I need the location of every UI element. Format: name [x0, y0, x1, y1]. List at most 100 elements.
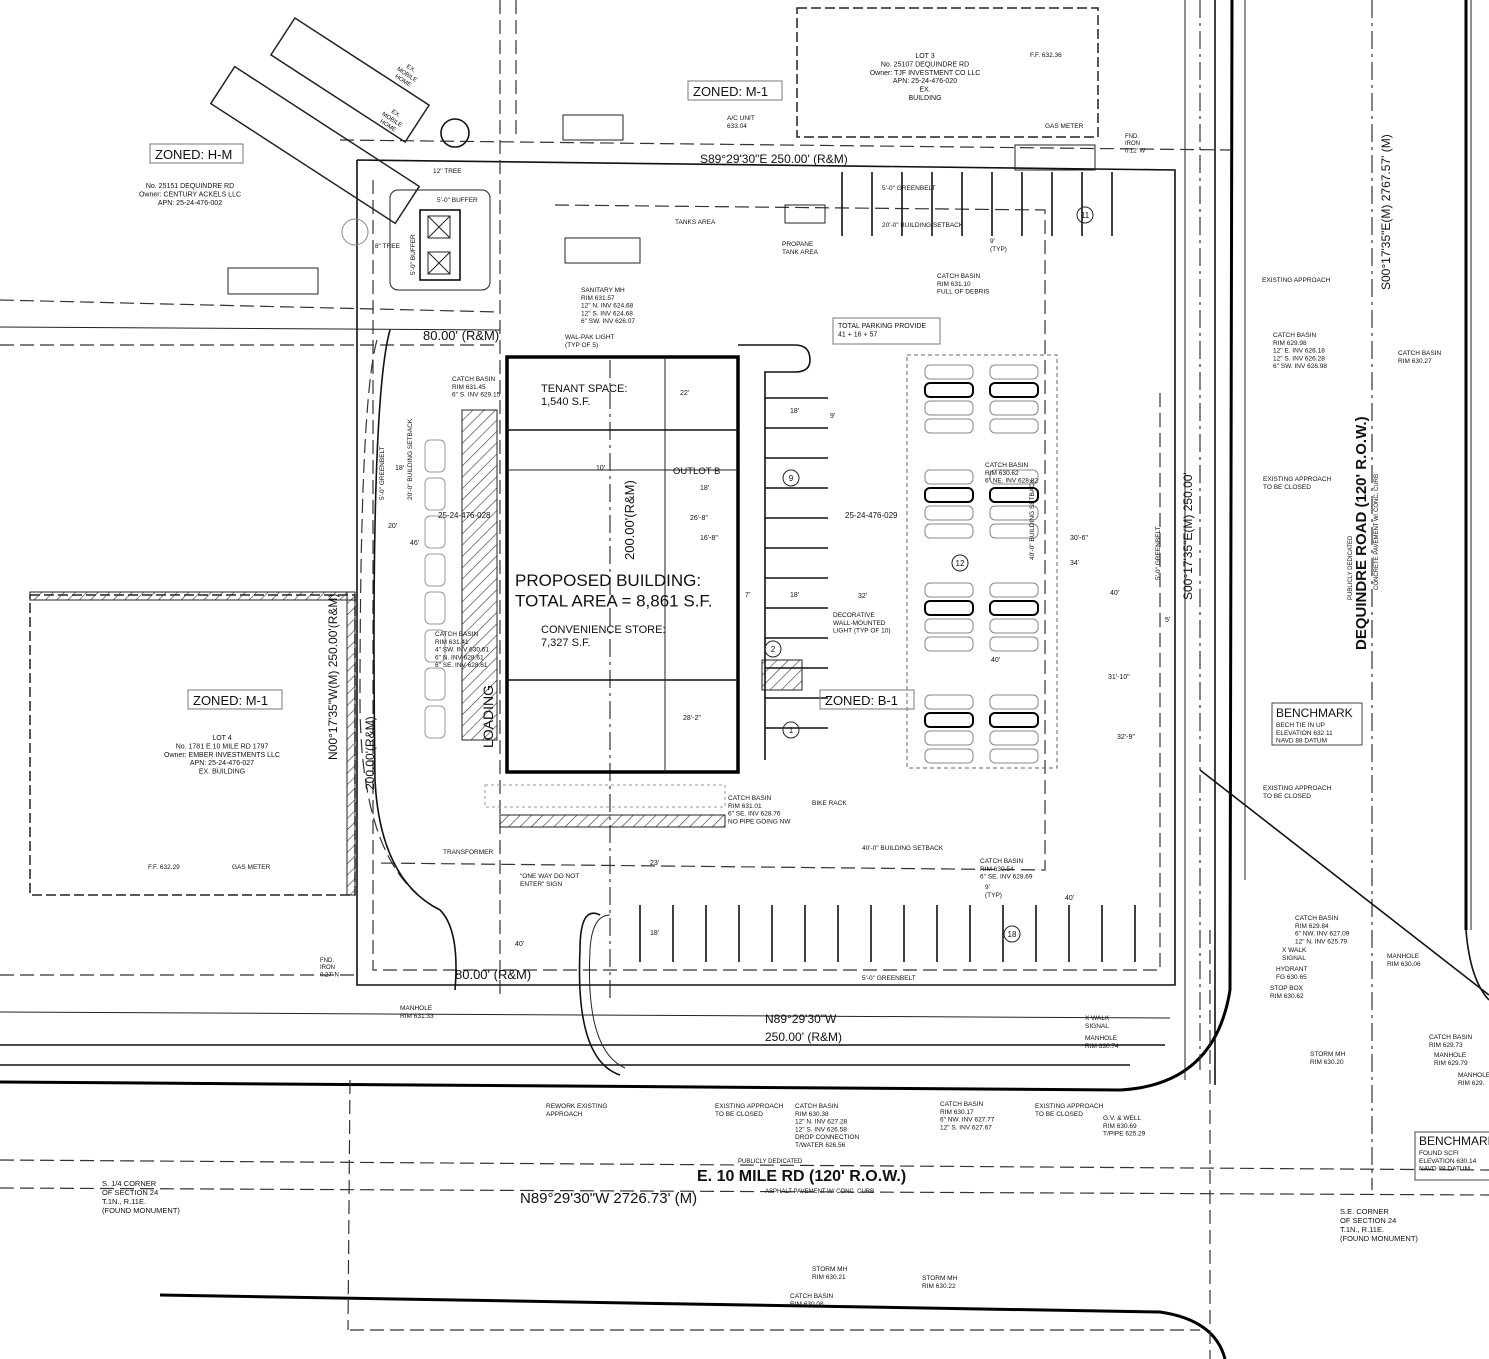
label-greenbelt-right: 5'-0" GREENBELT — [1155, 526, 1162, 580]
label-line: RIM 629.84 — [1295, 923, 1329, 930]
label-line: RIM 629.79 — [1434, 1060, 1468, 1067]
label-line: 6" N. INV 628.61 — [435, 654, 484, 661]
label-line: RIM 630.27 — [1398, 358, 1432, 365]
parked-car — [989, 523, 1039, 539]
label-line: 7,327 S.F. — [541, 637, 591, 649]
tree-icon — [440, 118, 470, 148]
label-transformer: TRANSFORMER — [443, 849, 494, 856]
label-line: STORM MH — [1310, 1051, 1346, 1058]
label-line: SANITARY MH — [581, 287, 625, 294]
label-line: IRON — [1125, 141, 1140, 147]
label-greenbelt-top: 5'-0" GREENBELT — [882, 185, 936, 192]
label-line: IRON — [320, 965, 335, 971]
parking-count-circle — [1003, 925, 1021, 943]
label-line: S.E. CORNER — [1340, 1207, 1389, 1216]
label-line: 25-24-476-028 — [438, 511, 491, 520]
dimension-label: 18' — [790, 408, 799, 415]
label-line: EXISTING APPROACH — [1263, 476, 1332, 483]
label-line: 0.27' N — [320, 972, 339, 978]
label-ff-top: F.F. 632.36 — [1030, 52, 1062, 59]
dimension-labels: 18'18'9'46'20'18'40'40'31'-10"32'-9"32'1… — [388, 390, 1170, 948]
bearing-bottom-80: 80.00' (R&M) — [455, 967, 531, 982]
parked-car — [989, 694, 1039, 710]
label-line: NAVD 88 DATUM — [1419, 1166, 1470, 1173]
label-line: T.1N., R.11E. — [102, 1197, 146, 1206]
label-line: 6" SW. INV 626.07 — [581, 318, 635, 325]
parked-car — [424, 591, 446, 625]
parked-car — [989, 364, 1039, 380]
label-setback-40: 40'-0" BUILDING SETBACK — [862, 845, 944, 852]
label-line: 40'-0" BUILDING SETBACK — [862, 845, 944, 852]
parking-count: 2 — [771, 645, 776, 654]
label-line: EXISTING APPROACH — [1262, 277, 1331, 284]
label-line: ELEVATION 630.14 — [1419, 1158, 1477, 1165]
label-line: (TYP) — [985, 892, 1002, 899]
parked-car — [989, 618, 1039, 634]
label-line: OF SECTION 24 — [102, 1188, 158, 1197]
parked-car — [989, 712, 1039, 728]
label-line: 12" TREE — [433, 168, 462, 175]
label-line: (FOUND MONUMENT) — [1340, 1234, 1418, 1243]
label-line: EX. — [390, 109, 402, 119]
parking-count-circle — [951, 554, 969, 572]
label-line: CATCH BASIN — [435, 631, 479, 638]
dimension-label: 40' — [991, 657, 1000, 664]
label-line: 4" SW. INV 630.61 — [435, 647, 489, 654]
label-line: S. 1/4 CORNER — [102, 1179, 157, 1188]
label-line: 9' — [985, 884, 990, 891]
bearing-building-200: 200.00'(R&M) — [622, 480, 637, 560]
label-line: CATCH BASIN — [980, 858, 1024, 865]
label-line: 6" SW. INV 626.98 — [1273, 363, 1327, 370]
label-line: FND. — [1125, 134, 1139, 140]
bearing-top-80: 80.00' (R&M) — [423, 328, 499, 343]
parked-car — [989, 400, 1039, 416]
label-line: CATCH BASIN — [1429, 1034, 1473, 1041]
label-line: 12" N. INV 624.68 — [581, 303, 634, 310]
label-line: RIM 629.98 — [1273, 340, 1307, 347]
label-line: LOT 3 — [915, 53, 934, 60]
label-line: ENTER" SIGN — [520, 881, 562, 888]
parked-car — [924, 600, 974, 616]
label-line: Owner: CENTURY ACKELS LLC — [139, 191, 241, 198]
label-line: LOT 4 — [212, 735, 231, 742]
label-gas-meter-left: GAS METER — [232, 864, 271, 871]
dimension-label: 30'-6" — [1070, 535, 1088, 542]
label-line: RIM 630.06 — [1387, 961, 1421, 968]
label-line: 12" S. INV 624.68 — [581, 310, 633, 317]
label-line: TANK AREA — [782, 249, 819, 256]
parked-car — [989, 600, 1039, 616]
label-line: 6" S. INV 629.15 — [452, 392, 501, 399]
label-line: 0.12' W — [1125, 148, 1145, 154]
label-line: TO BE CLOSED — [1263, 484, 1311, 491]
road-10-mile-dedicated: PUBLICLY DEDICATED — [738, 1159, 803, 1165]
label-line: 12" E. INV 626.18 — [1273, 348, 1325, 355]
label-tanks-area: TANKS AREA — [675, 219, 716, 226]
label-line: RIM 631.57 — [581, 295, 615, 302]
mobile-home-2 — [209, 65, 421, 225]
label-line: RIM 631.41 — [435, 639, 469, 646]
label-line: RIM 630.38 — [795, 1111, 829, 1118]
label-line: FND. — [320, 958, 334, 964]
label-line: TRANSFORMER — [443, 849, 494, 856]
label-outlot: OUTLOT B — [673, 466, 720, 477]
label-line: 9' — [990, 238, 995, 245]
parked-car — [989, 730, 1039, 746]
label-line: "ONE WAY DO NOT — [520, 873, 579, 880]
bearing-south-2: 250.00' (R&M) — [765, 1030, 842, 1044]
label-line: APPROACH — [546, 1111, 583, 1118]
label-line: A/C UNIT — [727, 115, 755, 122]
label-line: STOP BOX — [1270, 985, 1304, 992]
